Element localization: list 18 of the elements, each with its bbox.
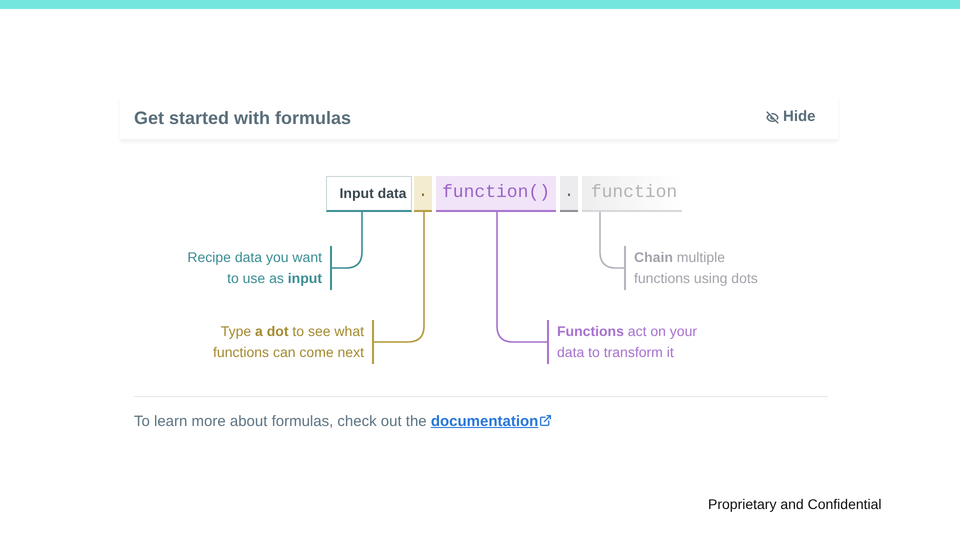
footer-note: To learn more about formulas, check out the documentation	[134, 412, 538, 432]
documentation-link: documentation	[430, 413, 538, 430]
annotation-text: Functions act on your data to transform it	[547, 320, 727, 364]
dot-chip: .	[414, 176, 432, 212]
leader-line	[332, 212, 363, 269]
annotation-text: Type a dot to see what functions can come next	[184, 320, 374, 364]
function-chip: function()	[436, 176, 556, 212]
function-chip: function	[582, 176, 682, 212]
annotation-text: Recipe data you want to use as input	[180, 246, 332, 290]
leader-line	[496, 212, 547, 343]
input-data-chip: Input data	[326, 176, 412, 212]
leader-line	[374, 212, 425, 343]
leader-line	[599, 212, 624, 269]
dot-chip: .	[560, 176, 578, 212]
card-title: Get started with formulas	[134, 107, 352, 130]
annotation-text: Chain multiple functions using dots	[624, 246, 784, 290]
hide-button: Hide	[766, 106, 816, 128]
footer-text: Proprietary and Confidential	[708, 495, 882, 514]
